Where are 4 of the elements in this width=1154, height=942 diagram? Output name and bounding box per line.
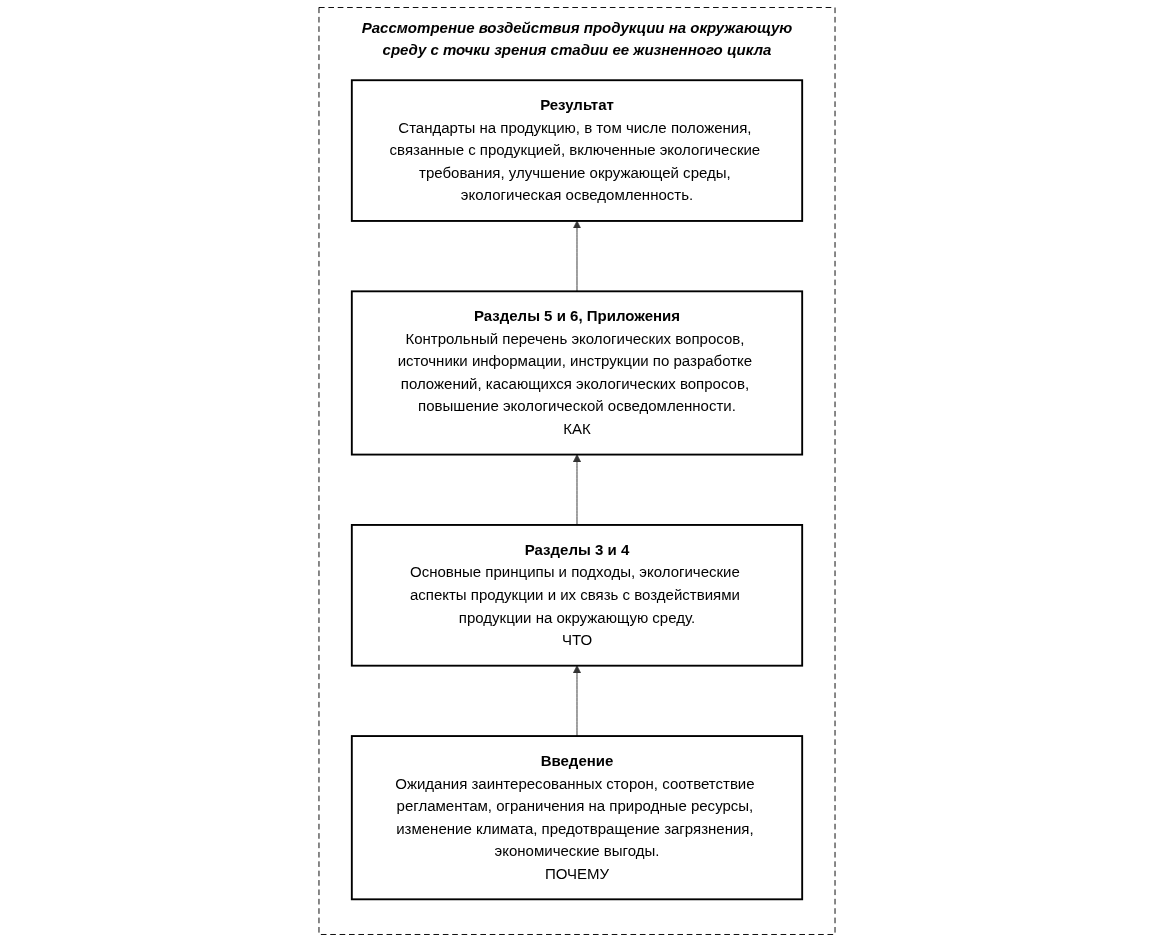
node-box: Разделы 5 и 6, Приложения Контрольный перечень экологических вопросов, источники информации, инструкции по разработке положений, касающихся экологических вопросов, повышение экологической осведомленности. КАК — [350, 290, 804, 456]
node-box: Введение Ожидания заинтересованных сторон, соответствие регламентам, ограничения на природные ресурсы, изменение климата, предотвращение загрязнения, экономические выгоды. ПОЧЕМУ — [350, 735, 804, 901]
node-box: Результат Стандарты на продукцию, в том числе положения, связанные с продукцией, включенные экологические требования, улучшение окружающей среды, экологическая осведомленность. — [350, 79, 804, 222]
node-box: Разделы 3 и 4 Основные принципы и подходы, экологические аспекты продукции и их связь с воздействиями продукции на окружающую среду. ЧТО — [350, 524, 804, 667]
